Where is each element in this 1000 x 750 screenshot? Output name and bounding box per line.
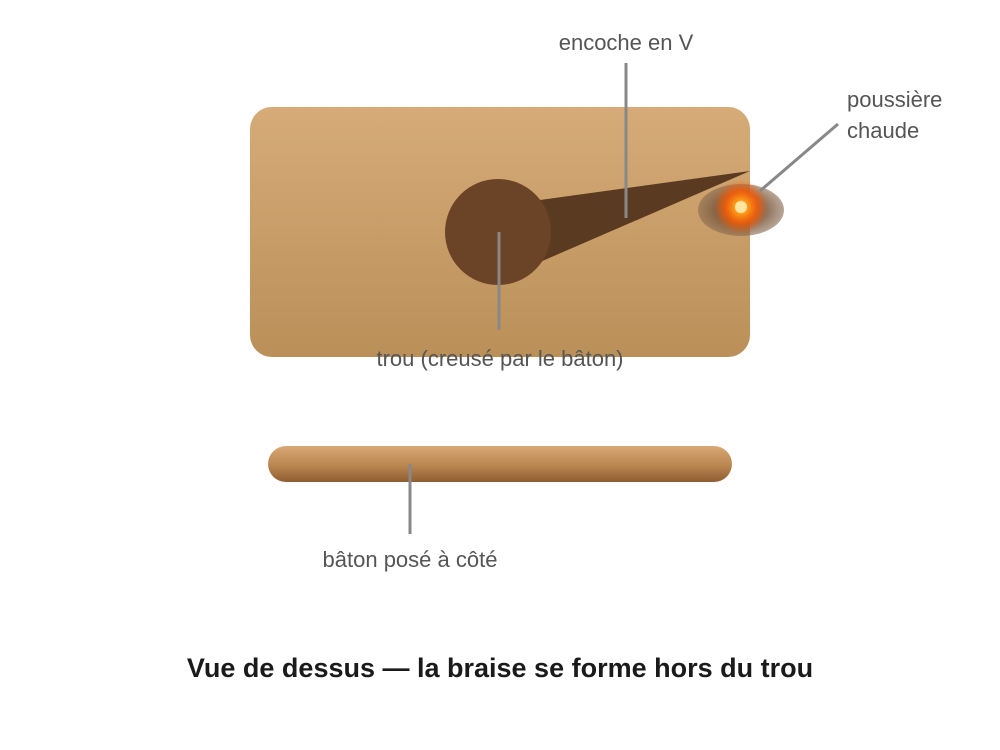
dust-label-line1: poussière (847, 87, 942, 112)
stick-label: bâton posé à côté (323, 547, 498, 572)
stick (268, 446, 732, 482)
diagram-caption: Vue de dessus — la braise se forme hors … (187, 653, 813, 683)
hole-label: trou (creusé par le bâton) (376, 346, 623, 371)
ember-core (735, 201, 747, 213)
v-notch (540, 171, 750, 262)
dust-leader-line (759, 122, 839, 193)
dust-label-line2: chaude (847, 118, 919, 143)
notch-label: encoche en V (559, 30, 694, 55)
